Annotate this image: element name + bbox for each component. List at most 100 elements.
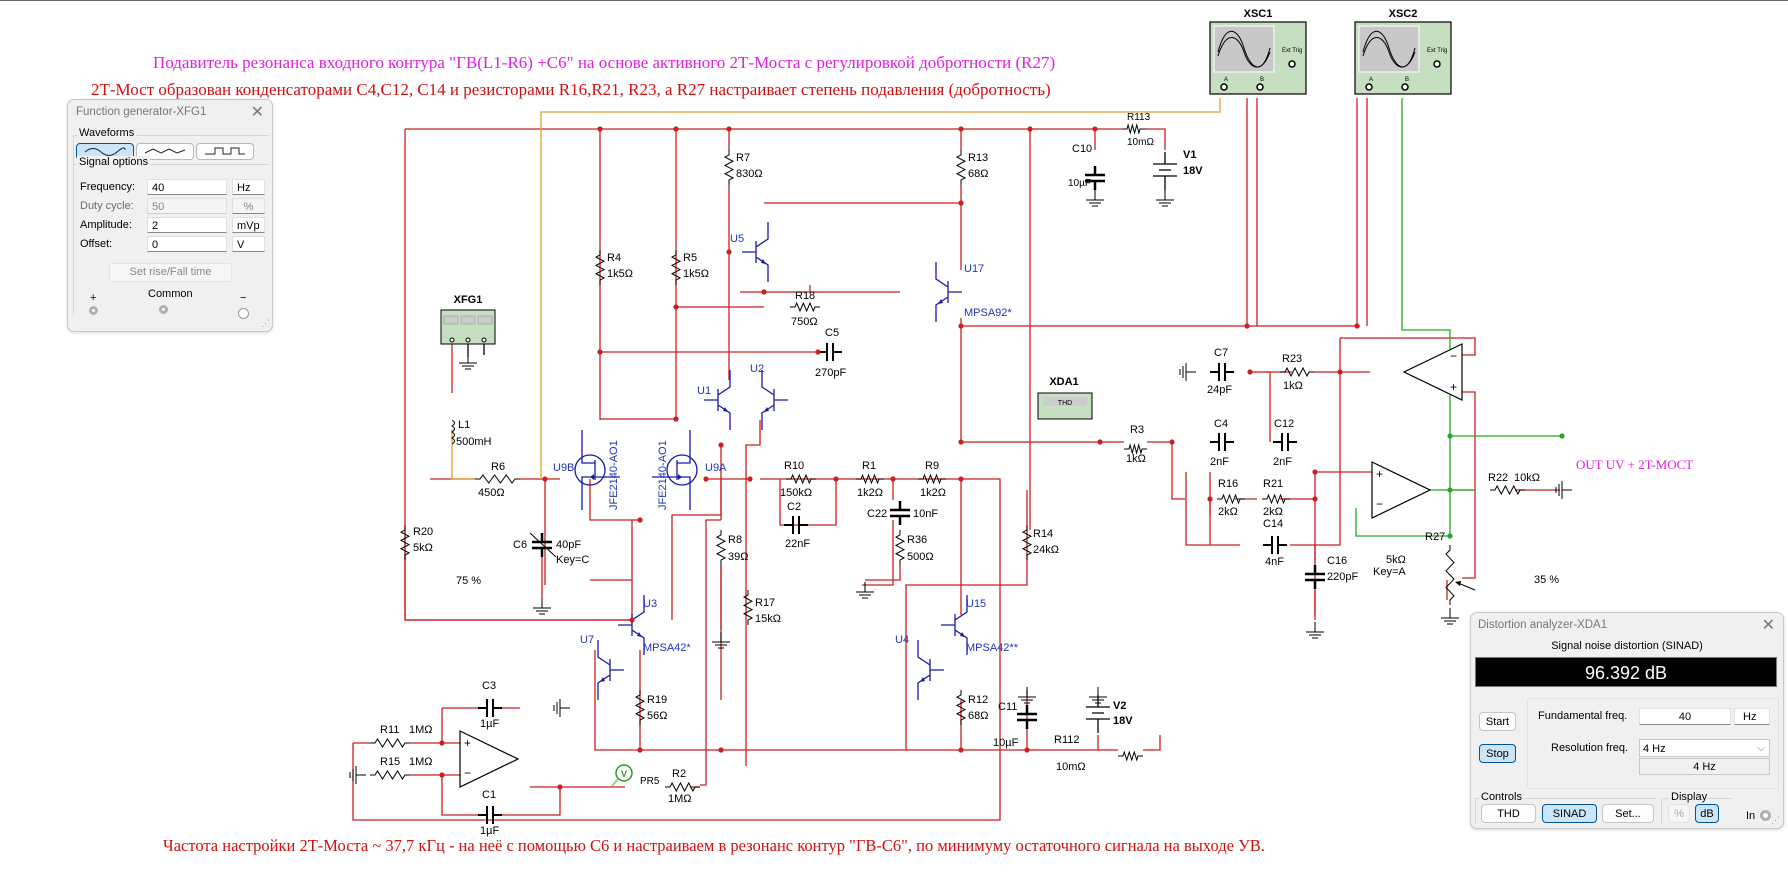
component-label: 150kΩ [780,487,812,499]
transistor-label: U9A [705,462,727,474]
amplitude-input[interactable]: 2 [147,217,227,233]
chevron-down-icon: ⌵ [1757,743,1765,754]
resolution-freq-readout: 4 Hz [1639,758,1770,775]
component-label: 1µF [480,825,499,837]
wire [865,565,901,581]
transistor-arrow-icon [938,299,943,304]
component-label: R113 [1127,112,1151,123]
wire [352,743,1001,821]
fundamental-freq-unit[interactable]: Hz [1734,708,1770,725]
stop-button[interactable]: Stop [1479,744,1516,763]
component-label: 10µF [1068,178,1091,189]
opamp-input-sign: − [1450,349,1457,363]
capacitor-icon [1210,433,1234,451]
component-label: 2kΩ [1263,506,1283,518]
component-labels: C1010µFR11310mΩV118VR7830ΩR1368ΩR41k5ΩR5… [380,8,1559,837]
junction-dot [1247,369,1253,375]
wire [410,774,480,816]
transistor-label: U2 [750,363,764,375]
junction-dot [1447,487,1453,493]
wire [961,478,1001,805]
junction-dot [1092,126,1098,132]
close-icon[interactable]: ✕ [250,104,264,121]
resistor-icon [715,530,727,565]
transistor-arrow-icon [764,407,769,412]
component-label: 39Ω [728,551,748,563]
component-label: 22nF [785,538,810,550]
junctions [439,126,1565,790]
transistor-label: MPSA42* [643,642,691,654]
battery-icon [1153,152,1177,190]
component-label: 2nF [1210,456,1229,468]
component-label: V2 [1113,700,1126,712]
amplitude-label: Amplitude: [80,219,132,231]
component-label: 1MΩ [409,756,433,768]
junction-dot [629,617,635,623]
resistor-icon [786,473,816,485]
set-button[interactable]: Set... [1602,804,1654,823]
transistor-icon [941,595,968,655]
frequency-unit-select[interactable]: Hz [232,179,265,195]
ground-icon [553,699,570,717]
common-terminal[interactable] [159,305,168,314]
junction-dot [1559,433,1565,439]
resistor-icon [1021,525,1033,560]
fundamental-freq-input[interactable]: 40 [1639,708,1731,725]
resistor-icon [1124,443,1147,455]
resistor-icon [1217,493,1245,505]
component-label: C22 [867,508,887,520]
square-wave-button[interactable] [196,143,254,160]
resize-grip[interactable]: ⋰ [261,318,270,328]
duty-cycle-input[interactable]: 50 [147,198,227,214]
component-label: L1 [458,419,470,431]
sinad-button[interactable]: SINAD [1542,804,1597,823]
component-label: 40pF [556,539,581,551]
jfet-arrow-icon [590,474,594,480]
db-display-button[interactable]: dB [1695,804,1719,823]
frequency-input[interactable]: 40 [147,179,227,195]
component-label: R18 [795,290,815,302]
resize-grip[interactable]: ⋰ [1771,815,1780,825]
component-label: R11 [380,724,399,736]
component-label: Key=C [556,554,589,566]
start-button[interactable]: Start [1479,712,1516,731]
transistor-label: U5 [730,233,744,245]
component-label: 1kΩ [1126,453,1146,465]
component-label: R22 [1488,472,1508,484]
channel-a-label: A [1369,77,1373,83]
resistor-icon [1445,545,1455,605]
component-label: C2 [787,501,801,513]
components [349,21,1572,824]
minus-terminal[interactable] [238,308,249,319]
jfet-arrow-icon [678,474,682,480]
probe-terminal-icon [1256,83,1264,91]
amplitude-unit-select[interactable]: mVp [232,217,265,233]
component-label: C10 [1072,143,1092,155]
percent-display-button[interactable]: % [1668,804,1690,823]
probe-terminal-icon [1288,60,1296,68]
resistor-icon [1118,750,1143,762]
offset-unit-select[interactable]: V [232,236,265,252]
junction-dot [1169,439,1175,445]
plus-terminal[interactable] [89,306,98,315]
offset-input[interactable]: 0 [147,236,227,252]
channel-b-label: B [1405,77,1409,83]
transistor-label: U9B [553,462,574,474]
component-label: C4 [1214,418,1228,430]
plus-terminal-label: + [90,292,97,304]
ground-icon [1156,190,1174,207]
component-label: 18V [1183,165,1203,177]
resolution-freq-select[interactable]: 4 Hz ⌵ [1639,739,1770,757]
triangle-wave-button[interactable] [136,143,194,160]
close-icon[interactable]: ✕ [1761,617,1775,634]
component-label: 10nF [913,508,938,520]
input-terminal[interactable] [1760,810,1771,821]
wire [1145,128,1166,150]
wire [594,650,1098,751]
component-label: C6 [513,539,527,551]
component-label: R12 [968,694,988,706]
junction-dot [637,517,643,523]
component-label: 750Ω [791,316,818,328]
thd-button[interactable]: THD [1481,804,1536,823]
set-rise-fall-time-button[interactable]: Set rise/Fall time [109,263,232,282]
